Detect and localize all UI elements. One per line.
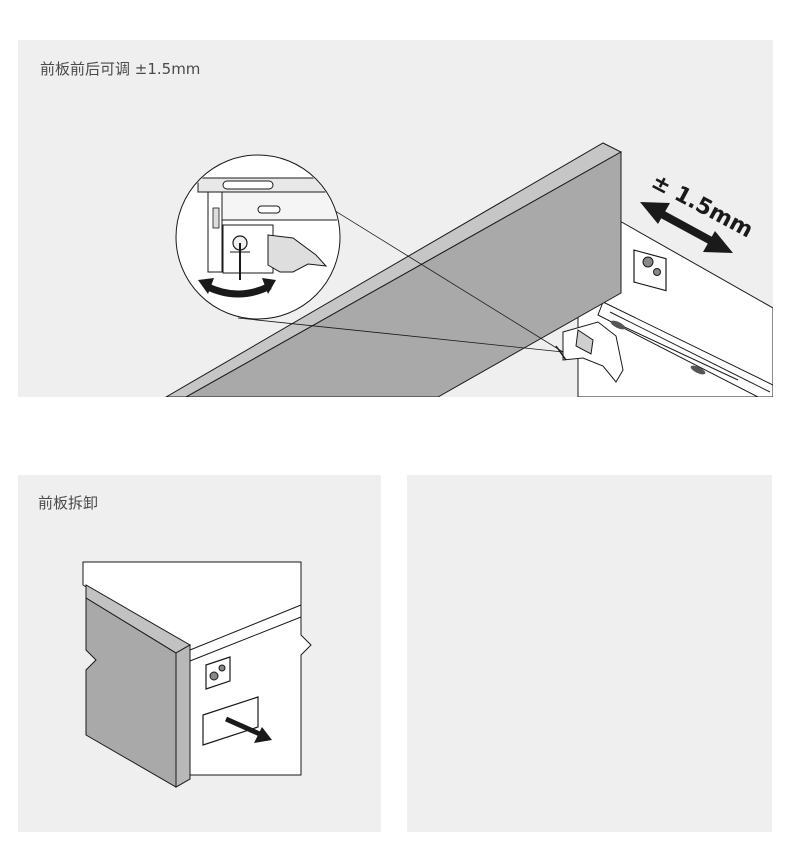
front-board-face bbox=[184, 151, 622, 397]
adjustment-drawing: ± 1.5mm bbox=[165, 142, 773, 397]
removal-illustration-panel: 前板拆卸 bbox=[18, 475, 381, 832]
removal-bracket-icon bbox=[205, 656, 231, 690]
drawer-runner-rail bbox=[597, 301, 773, 397]
magnified-detail-circle bbox=[175, 154, 341, 320]
adjustment-caption: 前板前后可调 ±1.5mm bbox=[40, 60, 201, 78]
removal-caption: 前板拆卸 bbox=[38, 494, 99, 512]
removal-drawing bbox=[82, 561, 312, 788]
callout-line-lower bbox=[237, 317, 564, 353]
adjustment-double-arrow-icon bbox=[640, 202, 733, 253]
adjustment-illustration-panel: 前板前后可调 ±1.5mm bbox=[18, 40, 773, 397]
pull-arrow-icon bbox=[224, 716, 272, 743]
adjuster-bracket-icon bbox=[633, 249, 667, 292]
empty-illustration-panel bbox=[407, 475, 772, 832]
front-clip-mechanism bbox=[555, 321, 624, 383]
